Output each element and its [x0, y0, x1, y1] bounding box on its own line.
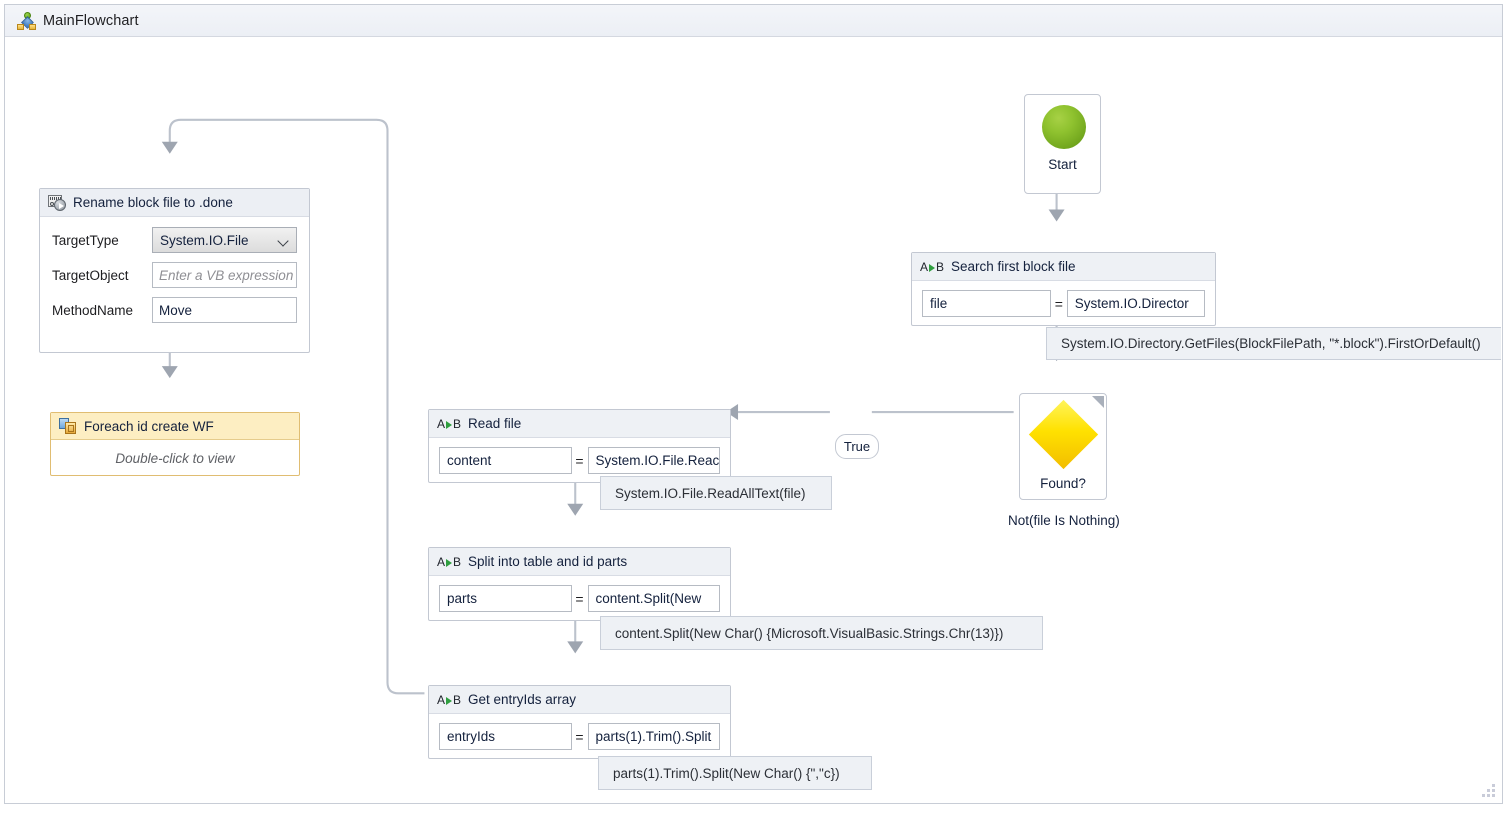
node-body: content = System.IO.File.Reac: [429, 438, 730, 485]
node-body: TargetType System.IO.File TargetObject E…: [40, 217, 309, 333]
expression-tooltip-search: System.IO.Directory.GetFiles(BlockFilePa…: [1046, 327, 1501, 360]
targettype-value: System.IO.File: [160, 232, 249, 248]
methodname-input[interactable]: Move: [152, 297, 297, 323]
collapse-corner-icon[interactable]: [1092, 396, 1104, 408]
invoke-method-icon: [48, 194, 66, 211]
assign-row: file = System.IO.Director: [922, 290, 1205, 317]
foreach-icon: [59, 418, 77, 434]
assign-equals-sign: =: [575, 728, 584, 745]
node-body: entryIds = parts(1).Trim().Split: [429, 714, 730, 761]
node-title: Foreach id create WF: [84, 418, 214, 434]
assign-row: content = System.IO.File.Reac: [439, 447, 720, 474]
field-row-methodname: MethodName Move: [52, 297, 297, 323]
assign-row: parts = content.Split(New: [439, 585, 720, 612]
expression-tooltip-split: content.Split(New Char() {Microsoft.Visu…: [600, 616, 1043, 650]
decision-condition-label: Not(file Is Nothing): [1008, 513, 1120, 528]
assign-value-field[interactable]: System.IO.File.Reac: [587, 447, 720, 474]
invoke-method-node-rename-block-file[interactable]: Rename block file to .done TargetType Sy…: [39, 188, 310, 353]
breadcrumb[interactable]: MainFlowchart: [5, 5, 1502, 37]
assign-equals-sign: =: [575, 590, 584, 607]
designer-frame: MainFlowchart: [4, 4, 1503, 804]
assign-value-field[interactable]: parts(1).Trim().Split: [587, 723, 720, 750]
field-label-targettype: TargetType: [52, 232, 119, 248]
node-body: file = System.IO.Director: [912, 281, 1215, 328]
node-title: Get entryIds array: [468, 692, 577, 707]
targettype-dropdown[interactable]: System.IO.File: [152, 227, 297, 253]
assign-to-field[interactable]: file: [922, 290, 1051, 317]
yellow-diamond-decision-icon: [1028, 399, 1099, 470]
start-node-label: Start: [1048, 157, 1077, 172]
node-header: Rename block file to .done: [40, 189, 309, 217]
node-title: Rename block file to .done: [73, 195, 233, 210]
decision-node-found[interactable]: Found?: [1019, 393, 1107, 500]
foreach-node-create-wf[interactable]: Foreach id create WF Double-click to vie…: [50, 412, 300, 476]
node-title: Split into table and id parts: [468, 554, 628, 569]
node-body: parts = content.Split(New: [429, 576, 730, 623]
field-row-targetobject: TargetObject Enter a VB expression: [52, 262, 297, 288]
assign-row: entryIds = parts(1).Trim().Split: [439, 723, 720, 750]
breadcrumb-label: MainFlowchart: [43, 12, 139, 29]
edge-label-true[interactable]: True: [835, 434, 879, 459]
decision-node-label: Found?: [1040, 476, 1086, 491]
assign-equals-sign: =: [575, 452, 584, 469]
field-label-methodname: MethodName: [52, 302, 134, 318]
field-row-targettype: TargetType System.IO.File: [52, 227, 297, 253]
assign-to-field[interactable]: parts: [439, 585, 572, 612]
node-header: Foreach id create WF: [51, 413, 299, 440]
targetobject-input[interactable]: Enter a VB expression: [152, 262, 297, 288]
flowchart-icon: [17, 11, 36, 30]
field-label-targetobject: TargetObject: [52, 267, 129, 283]
assign-to-field[interactable]: content: [439, 447, 572, 474]
chevron-down-icon: [277, 235, 289, 247]
node-title: Search first block file: [951, 259, 1076, 274]
start-node[interactable]: Start: [1024, 94, 1101, 194]
assign-value-field[interactable]: System.IO.Director: [1066, 290, 1205, 317]
assign-value-field[interactable]: content.Split(New: [587, 585, 720, 612]
resize-grip[interactable]: [1482, 784, 1495, 797]
expression-tooltip-entry: parts(1).Trim().Split(New Char() {","c}): [598, 756, 872, 790]
node-title: Read file: [468, 416, 522, 431]
green-circle-start-icon: [1042, 105, 1086, 149]
assign-to-field[interactable]: entryIds: [439, 723, 572, 750]
assign-equals-sign: =: [1054, 295, 1063, 312]
foreach-double-click-hint[interactable]: Double-click to view: [115, 450, 235, 466]
expression-tooltip-read: System.IO.File.ReadAllText(file): [600, 476, 832, 510]
